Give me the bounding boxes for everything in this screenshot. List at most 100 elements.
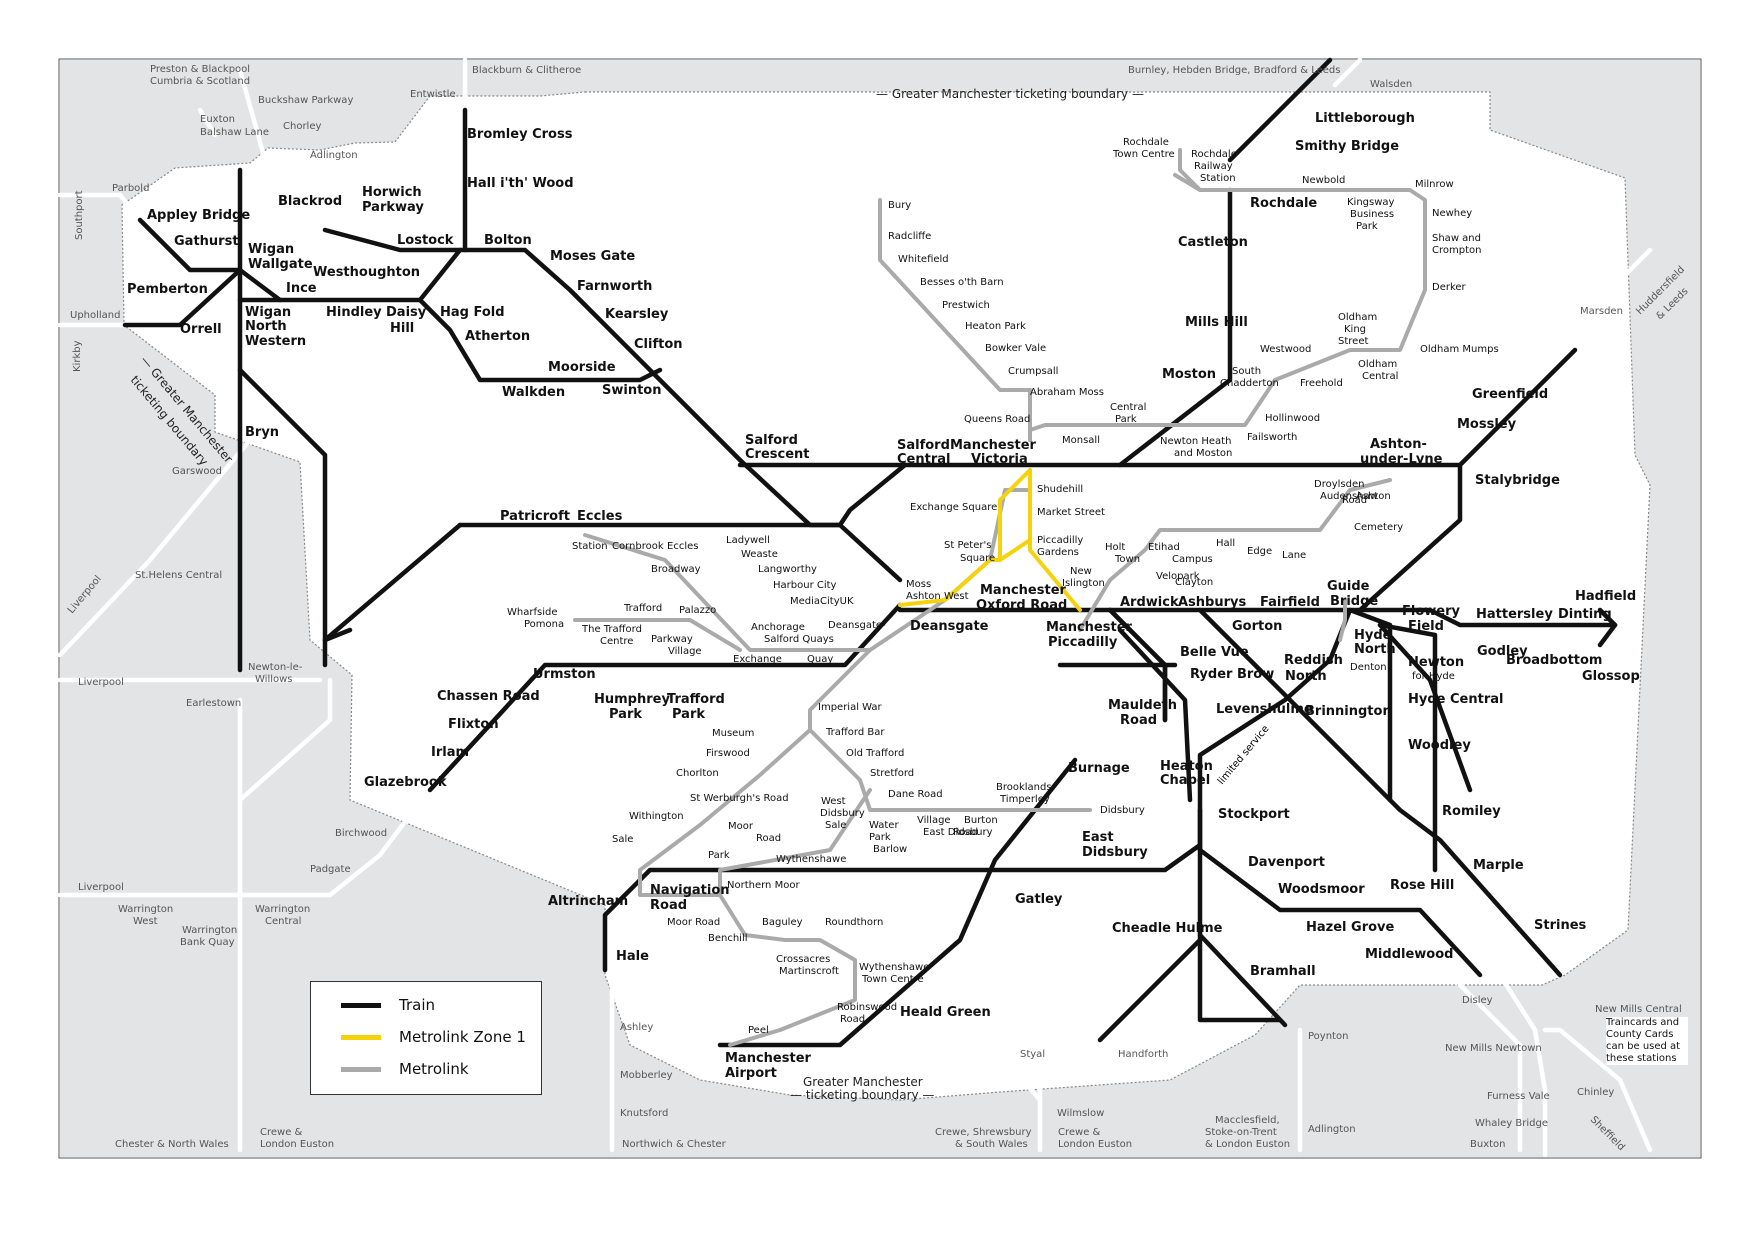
station-label: St Peter's [944, 540, 991, 551]
station-label: West [133, 916, 158, 927]
station-label: Central [265, 916, 301, 927]
legend-label-train: Train [399, 996, 435, 1014]
station-label: Euxton [200, 114, 235, 125]
station-label: Bryn [245, 425, 279, 440]
legend-row-train: Train [341, 990, 435, 1020]
station-label: Park [1115, 414, 1137, 425]
station-label: Hazel Grove [1306, 920, 1395, 935]
station-label: Strines [1534, 918, 1587, 933]
station-label: Village [917, 815, 951, 826]
dest-london-euston: & London Euston [1205, 1139, 1290, 1150]
station-label: East Didsbury [923, 827, 993, 838]
station-label: Patricroft [500, 509, 570, 524]
station-label: Ashton [1356, 491, 1391, 502]
station-label: MediaCityUK [790, 596, 854, 607]
station-label: Mills Hill [1185, 315, 1248, 330]
station-label: Birchwood [335, 828, 387, 839]
station-label: Trafford Bar [825, 727, 885, 738]
station-label: Weaste [741, 549, 778, 560]
station-label: Park [672, 707, 705, 722]
station-label: Kearsley [605, 307, 669, 322]
station-label: Reddish [1284, 653, 1343, 668]
dest-crewe-2: London Euston [260, 1139, 334, 1150]
station-label: Station [1200, 173, 1236, 184]
station-label: Business [1350, 209, 1394, 220]
station-label: Walsden [1370, 79, 1412, 90]
station-label: Benchill [708, 933, 748, 944]
station-label: Burton [964, 815, 998, 826]
station-label: Martinscroft [779, 966, 839, 977]
station-label: Sale [825, 820, 846, 831]
station-label: Wigan [245, 305, 291, 320]
train-lines [122, 57, 1618, 1048]
station-label: Peel [748, 1025, 769, 1036]
station-label: South [1232, 366, 1261, 377]
station-label: Crompton [1432, 245, 1481, 256]
station-label: Parkway [651, 634, 693, 645]
station-label: Disley [1462, 995, 1493, 1006]
station-label: Parbold [112, 183, 149, 194]
station-label: Gathurst [174, 234, 239, 249]
station-label: Edge [1247, 546, 1272, 557]
station-label: Stretford [870, 768, 914, 779]
legend-label-zone1: Metrolink Zone 1 [399, 1028, 526, 1046]
station-label: Romiley [1442, 804, 1501, 819]
station-label: King [1344, 324, 1366, 335]
station-label: Droylsden [1314, 479, 1364, 490]
station-label: Oldham [1338, 312, 1377, 323]
station-label: Town Centre [1112, 149, 1175, 160]
station-label: Holt [1105, 542, 1125, 553]
station-label: Cornbrook [612, 541, 664, 552]
station-label: Abraham Moss [1030, 387, 1104, 398]
station-label: Middlewood [1365, 947, 1453, 962]
station-label: North [1285, 669, 1327, 684]
station-label: Road [650, 898, 687, 913]
station-label: Timperley [999, 794, 1050, 805]
station-label: Crossacres [776, 954, 830, 965]
dest-northwich: Northwich & Chester [622, 1139, 727, 1150]
station-label: Lane [1282, 550, 1306, 561]
station-label: Brooklands [996, 782, 1052, 793]
station-label: Warrington [255, 904, 310, 915]
dest-crewe-4: London Euston [1058, 1139, 1132, 1150]
station-label: Moss [906, 579, 931, 590]
legend-row-metrolink: Metrolink [341, 1054, 469, 1084]
dest-macclesfield: Macclesfield, [1215, 1115, 1280, 1126]
dest-stoke: Stoke-on-Trent [1205, 1127, 1277, 1138]
station-label: Airport [725, 1066, 777, 1081]
station-label: Hollinwood [1265, 413, 1320, 424]
station-label: Bury [888, 200, 911, 211]
station-label: Etihad [1148, 542, 1180, 553]
station-label: Moses Gate [550, 249, 635, 264]
metrolink-station-labels: Bury Radcliffe Whitefield Besses o'th Ba… [507, 137, 1499, 1036]
station-label: Levenshulme [1216, 702, 1313, 717]
dest-liverpool-3: Liverpool [78, 882, 124, 893]
station-label: West [821, 796, 846, 807]
dest-south-wales: & South Wales [955, 1139, 1028, 1150]
station-label: Hill [390, 321, 414, 336]
legend: Train Metrolink Zone 1 Metrolink [310, 981, 542, 1095]
station-label: Park [869, 832, 891, 843]
station-label: Hyde Central [1408, 692, 1503, 707]
station-label: Derker [1432, 282, 1467, 293]
station-label: Piccadilly [1037, 535, 1083, 546]
station-label: Whitefield [898, 254, 949, 265]
station-label: Flowery [1402, 604, 1461, 619]
station-label: Westhoughton [313, 265, 420, 280]
station-label: Bridge [1330, 594, 1378, 609]
station-label: Broadway [651, 564, 701, 575]
station-label: Ardwick [1120, 595, 1179, 610]
station-label: Clayton [1175, 577, 1213, 588]
station-label: Ryder Brow [1190, 667, 1274, 682]
station-label: Audenshaw [1320, 491, 1378, 502]
station-label: Rochdale [1250, 196, 1317, 211]
station-label: Knutsford [620, 1108, 668, 1119]
station-label: Road [1120, 713, 1157, 728]
station-label: Woodsmoor [1278, 882, 1365, 897]
station-label: Entwistle [410, 89, 456, 100]
station-label: Village [668, 646, 702, 657]
station-label: Cheadle Hulme [1112, 921, 1223, 936]
station-label: Chapel [1160, 773, 1210, 788]
station-label: Smithy Bridge [1295, 139, 1399, 154]
station-label: Manchester [980, 583, 1067, 598]
